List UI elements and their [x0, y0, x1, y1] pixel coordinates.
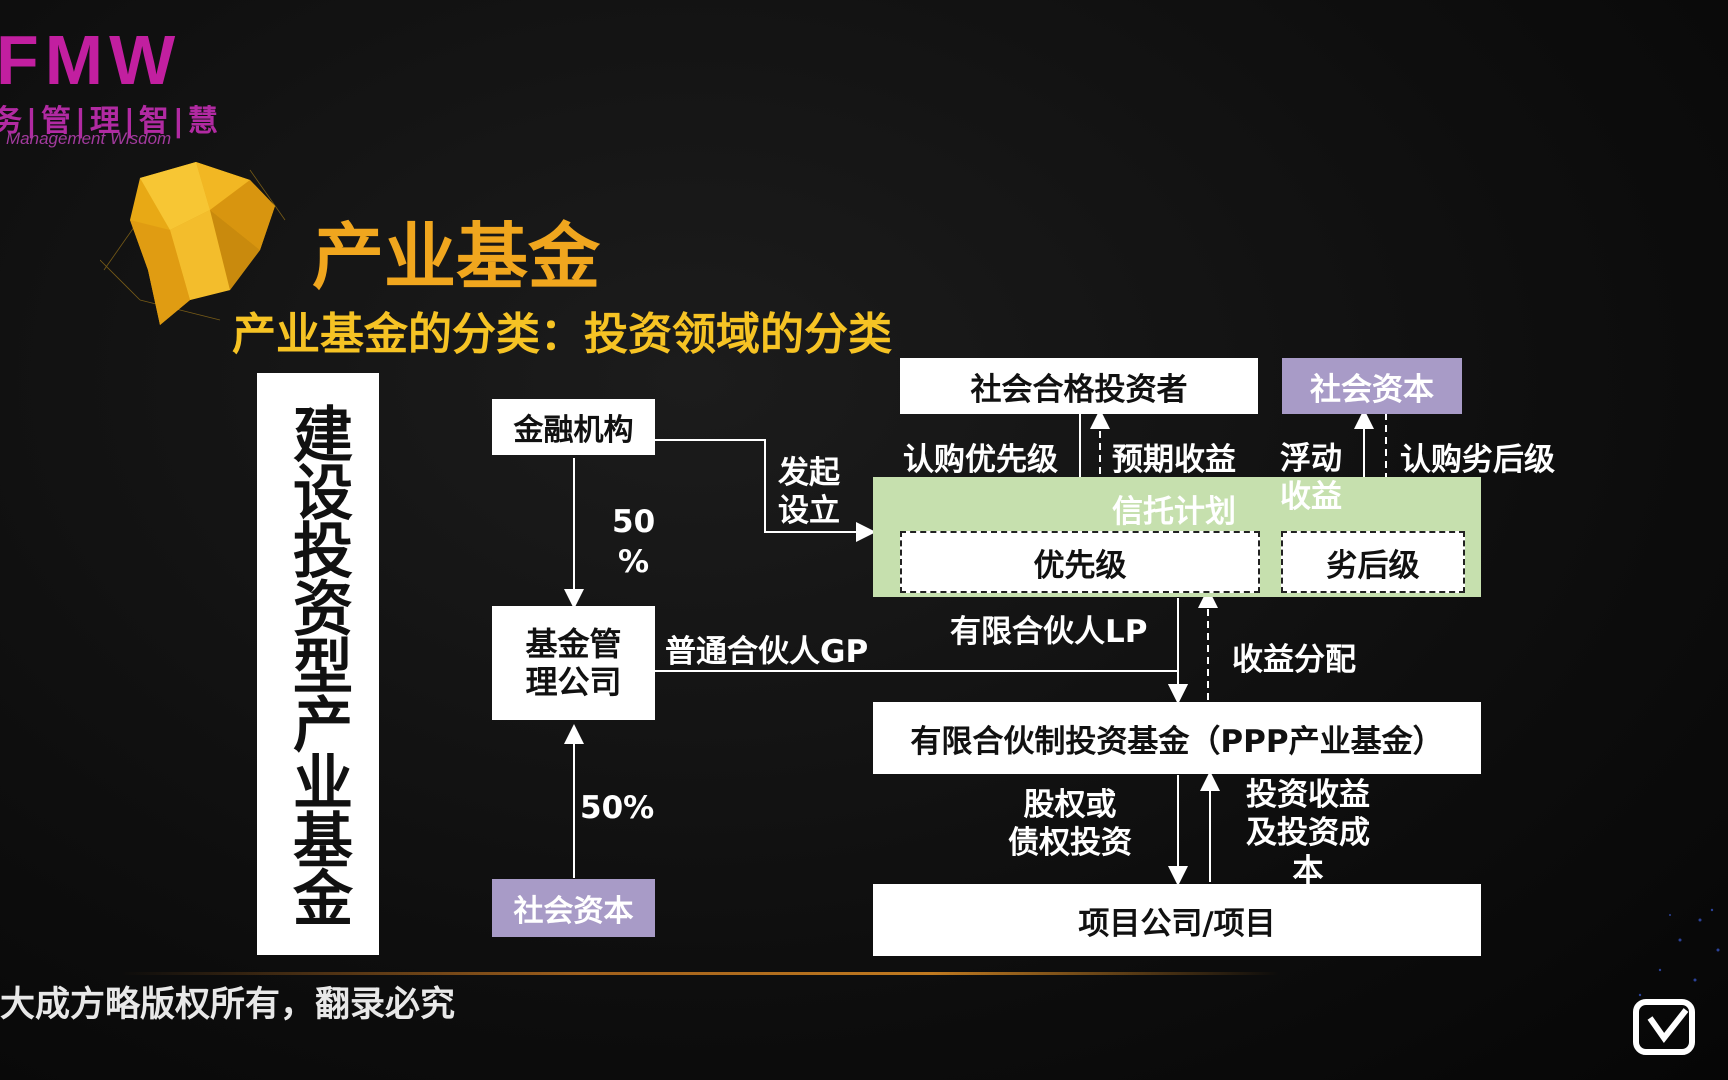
page-subtitle: 产业基金的分类：投资领域的分类 — [232, 309, 892, 360]
fund-management-company-box: 基金管理公司 — [492, 606, 655, 720]
floating-return-label: 浮动 收益 — [1280, 441, 1342, 515]
investment-return-label: 投资收益 及投资成 本 — [1246, 777, 1370, 889]
trust-plan-label: 信托计划 — [1112, 494, 1236, 530]
qualified-investors-box: 社会合格投资者 — [900, 358, 1258, 414]
logo-english-text: Management Wisdom — [6, 129, 172, 148]
subscribe-priority-label: 认购优先级 — [903, 442, 1058, 478]
limited-partnership-fund-box: 有限合伙制投资基金（PPP产业基金） — [873, 702, 1481, 774]
social-capital-left-box: 社会资本 — [492, 879, 655, 937]
limited-partner-label: 有限合伙人LP — [950, 614, 1148, 650]
financial-institution-box: 金融机构 — [492, 399, 655, 455]
vertical-category-label: 建设投资型产业基金 — [282, 403, 353, 925]
gold-polygon-icon — [100, 162, 286, 325]
tv-logo-icon — [1633, 999, 1695, 1055]
footer-divider — [120, 972, 1280, 975]
share-50-bottom-label: 50% — [580, 790, 655, 826]
page-title: 产业基金 — [312, 215, 601, 299]
project-company-box: 项目公司/项目 — [873, 884, 1481, 956]
general-partner-label: 普通合伙人GP — [665, 634, 869, 670]
vertical-category-box: 建设投资型产业基金 — [257, 373, 379, 955]
social-capital-right-box: 社会资本 — [1282, 358, 1462, 414]
copyright-footer: 大成方略版权所有，翻录必究 — [0, 985, 456, 1025]
logo-chinese-text: 务|管|理|智|慧 — [0, 104, 222, 139]
share-50-top-label: 50 % — [612, 504, 656, 580]
sparkle-decoration — [1638, 908, 1720, 997]
expected-return-label: 预期收益 — [1112, 442, 1236, 478]
priority-tranche-box: 优先级 — [900, 531, 1260, 593]
logo-mark: FMW — [0, 21, 182, 99]
subordinate-tranche-box: 劣后级 — [1281, 531, 1465, 593]
equity-debt-investment-label: 股权或 债权投资 — [1008, 787, 1132, 861]
initiate-establish-label: 发起 设立 — [778, 455, 840, 529]
profit-distribution-label: 收益分配 — [1232, 642, 1356, 678]
subscribe-subordinate-label: 认购劣后级 — [1400, 442, 1555, 478]
